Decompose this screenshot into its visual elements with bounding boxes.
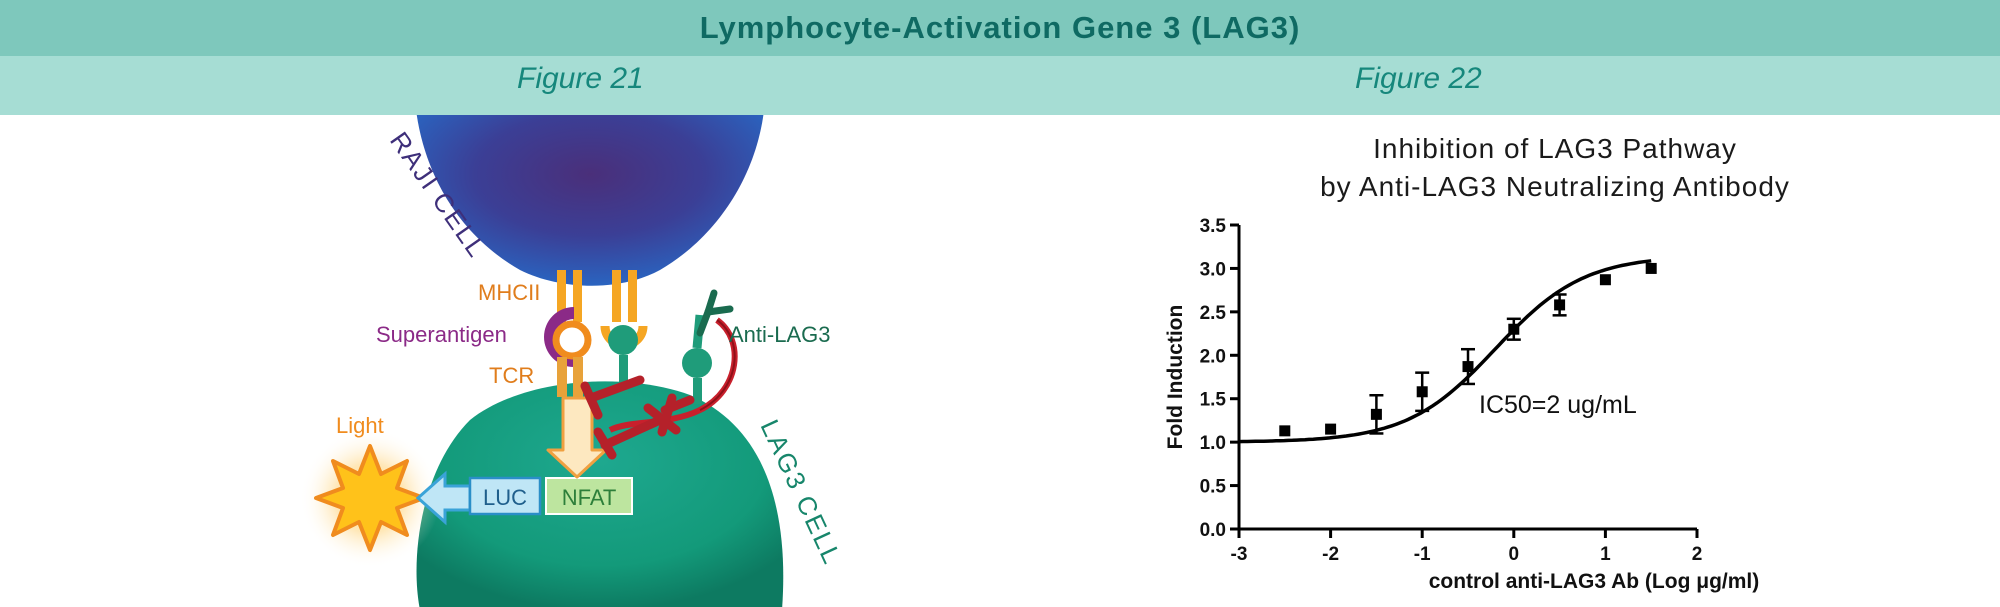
- tcr-left-head: [552, 320, 592, 360]
- y-tick-label: 1.5: [1200, 390, 1227, 411]
- x-tick-label: -3: [1231, 544, 1248, 565]
- x-axis-label: control anti-LAG3 Ab (Log μg/ml): [1429, 570, 1760, 593]
- luc-label: LUC: [483, 485, 527, 510]
- y-axis-label: Fold Induction: [1164, 305, 1187, 450]
- mhcii-left: [557, 270, 582, 322]
- data-point: [1554, 299, 1566, 311]
- data-point: [1462, 361, 1474, 373]
- data-point: [1599, 274, 1611, 286]
- ic50-annotation: IC50=2 ug/mL: [1479, 391, 1637, 419]
- anti-lag3-antibody: [696, 289, 734, 337]
- fit-curve: [1238, 259, 1652, 444]
- light-label: Light: [336, 413, 384, 438]
- chart-title: Inhibition of LAG3 Pathway: [1373, 133, 1737, 164]
- superantigen-shape: [544, 307, 574, 367]
- figure-label-bar: [0, 56, 2000, 115]
- data-point: [1645, 262, 1657, 274]
- y-tick-label: 2.5: [1200, 303, 1227, 324]
- mhcii-label: MHCII: [478, 280, 540, 305]
- page-title: Lymphocyte-Activation Gene 3 (LAG3): [699, 10, 1301, 45]
- chart-axes: 0.0 0.5 1.0 1.5 2.0 2.5 3.0 3.5 -3 -2 -1 0 1 2: [1200, 216, 1703, 565]
- y-tick-label: 2.0: [1200, 346, 1226, 367]
- anti-lag3-label: Anti-LAG3: [729, 322, 831, 347]
- title-bar: Lymphocyte-Activation Gene 3 (LAG3): [0, 0, 2000, 56]
- y-tick-label: 0.0: [1200, 520, 1226, 541]
- data-points: [1279, 262, 1657, 437]
- data-point: [1325, 423, 1337, 435]
- lag3-receptor-2: [682, 348, 712, 378]
- figure-22-label: Figure 22: [1355, 62, 1482, 95]
- mhcii-right: [612, 270, 637, 322]
- lag3-receptor-1: [608, 325, 638, 355]
- nfat-box: [545, 477, 633, 515]
- raji-cell: [416, 115, 764, 286]
- chart-subtitle: by Anti-LAG3 Neutralizing Antibody: [1320, 171, 1790, 202]
- data-point: [1508, 323, 1520, 335]
- light-star-icon: [314, 444, 426, 552]
- luc-box: [468, 476, 542, 516]
- x-tick-label: 2: [1692, 544, 1703, 565]
- figure-21-label: Figure 21: [517, 62, 644, 95]
- x-tick-label: -2: [1322, 544, 1339, 565]
- x-tick-label: -1: [1414, 544, 1431, 565]
- y-tick-label: 3.0: [1200, 259, 1226, 280]
- x-tick-label: 1: [1600, 544, 1611, 565]
- x-tick-label: 0: [1509, 544, 1520, 565]
- nfat-label: NFAT: [562, 485, 617, 510]
- superantigen-label: Superantigen: [376, 322, 507, 347]
- data-point: [1370, 408, 1382, 420]
- data-point: [1279, 425, 1291, 437]
- y-tick-label: 0.5: [1200, 477, 1227, 498]
- tcr-label: TCR: [489, 363, 534, 388]
- blocked-signal: [580, 375, 695, 460]
- data-point: [1416, 386, 1428, 398]
- y-tick-label: 3.5: [1200, 216, 1227, 237]
- y-tick-label: 1.0: [1200, 433, 1226, 454]
- tcr-left-stalk: [557, 357, 567, 397]
